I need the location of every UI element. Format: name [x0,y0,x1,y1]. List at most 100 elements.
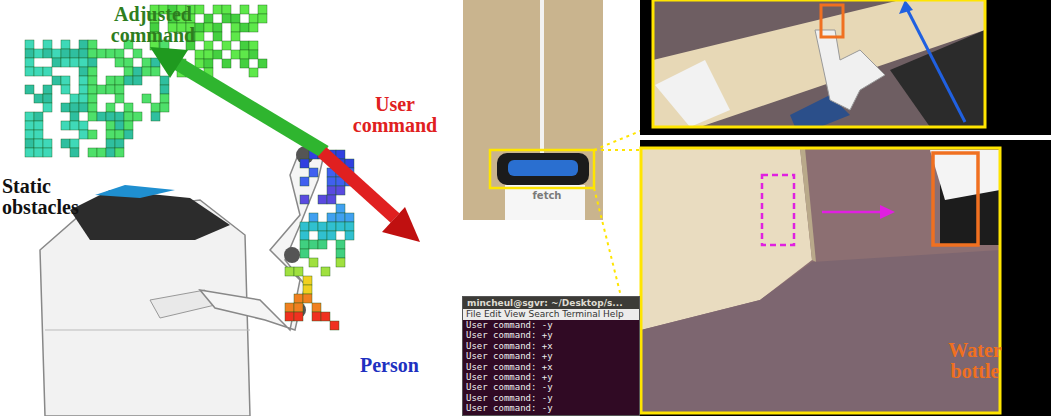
voxel [213,23,222,32]
voxel [300,231,309,240]
voxel [124,112,133,121]
voxel [345,231,354,240]
terminal-window: mincheul@sgvr: ~/Desktop/s...File Edit V… [462,296,640,416]
voxel [115,85,124,94]
voxel [34,130,43,139]
voxel [309,168,318,177]
voxel [240,23,249,32]
voxel [61,85,70,94]
voxel [88,103,97,112]
voxel [25,67,34,76]
voxel [79,103,88,112]
terminal-line: User command: -y [463,403,639,413]
voxel [151,67,160,76]
annotation-label: Adjusted command [78,4,228,46]
logo-text: fetch [527,190,567,201]
voxel [88,112,97,121]
voxel [124,67,133,76]
voxel [88,49,97,58]
voxel [43,67,52,76]
voxel [52,58,61,67]
voxel [106,49,115,58]
voxel [52,76,61,85]
voxel [327,177,336,186]
voxel [142,67,151,76]
voxel [321,267,330,276]
voxel [160,85,169,94]
voxel [43,49,52,58]
terminal-line: User command: -y [463,320,639,330]
voxel [61,76,70,85]
voxel [34,139,43,148]
camera-image [641,148,1000,413]
voxel [88,94,97,103]
voxel [70,103,79,112]
voxel [312,303,321,312]
voxel [25,148,34,157]
voxel [345,222,354,231]
voxel [106,103,115,112]
voxel [249,14,258,23]
voxel [213,32,222,41]
voxel [151,103,160,112]
voxel [294,303,303,312]
voxel [61,49,70,58]
voxel [106,76,115,85]
voxel [213,5,222,14]
voxel [106,112,115,121]
voxel [79,130,88,139]
voxel [88,67,97,76]
voxel [106,130,115,139]
voxel [106,85,115,94]
voxel [300,159,309,168]
voxel [115,49,124,58]
voxel [115,58,124,67]
voxel [294,267,303,276]
voxel [115,148,124,157]
voxel [124,121,133,130]
voxel [204,41,213,50]
voxel [222,59,231,68]
voxel [300,249,309,258]
voxel [318,240,327,249]
voxel [25,121,34,130]
voxel [43,103,52,112]
voxel [61,103,70,112]
voxel [25,58,34,67]
voxel [79,40,88,49]
voxel [88,148,97,157]
window-title: mincheul@sgvr: ~/Desktop/s... [463,297,639,309]
annotation-label: Water bottle [940,340,1010,382]
voxel [285,312,294,321]
voxel [70,121,79,130]
voxel [318,231,327,240]
voxel [115,139,124,148]
voxel [309,213,318,222]
voxel [327,231,336,240]
voxel [327,213,336,222]
voxel [195,23,204,32]
voxel [34,67,43,76]
voxel [213,50,222,59]
voxel [97,85,106,94]
voxel [318,195,327,204]
terminal-line: User command: +x [463,341,639,351]
voxel [79,58,88,67]
voxel [300,177,309,186]
voxel [34,148,43,157]
voxel [336,258,345,267]
voxel [115,112,124,121]
voxel [222,14,231,23]
voxel [133,112,142,121]
voxel [336,222,345,231]
voxel [34,94,43,103]
voxel [204,59,213,68]
voxel [318,222,327,231]
annotation-label: Static obstacles [2,176,132,218]
camera-image [653,0,985,127]
voxel [133,49,142,58]
voxel [312,312,321,321]
voxel [309,240,318,249]
voxel [133,76,142,85]
voxel [204,14,213,23]
